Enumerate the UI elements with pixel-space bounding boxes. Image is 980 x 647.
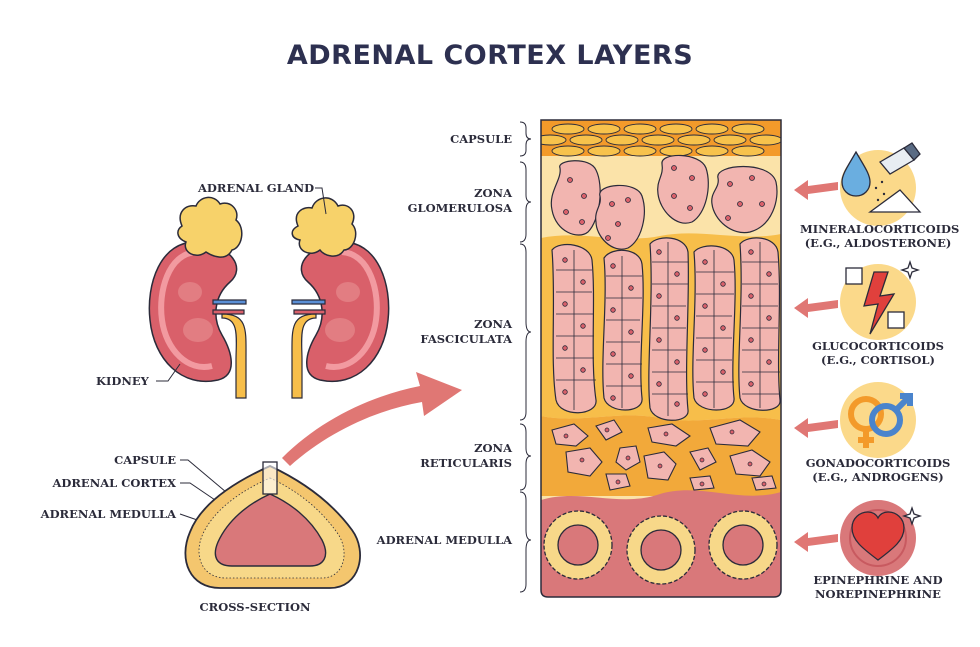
gonadocorticoids-example: (E.G., ANDROGENS) bbox=[812, 470, 944, 484]
zona-reticularis-label-2: RETICULARIS bbox=[420, 456, 512, 470]
capsule-layer-label: CAPSULE bbox=[450, 132, 512, 146]
gonadocorticoids-label: GONADOCORTICOIDS bbox=[805, 456, 951, 470]
heart-icon bbox=[840, 500, 923, 576]
glucocorticoids-example: (E.G., CORTISOL) bbox=[821, 353, 935, 367]
layer-stack-outline bbox=[540, 119, 782, 598]
zona-glomerulosa-label-1: ZONA bbox=[474, 186, 512, 200]
epinephrine-label: EPINEPHRINE AND bbox=[813, 573, 943, 587]
adrenal-medulla-layer-label: ADRENAL MEDULLA bbox=[376, 533, 512, 547]
kidney-left bbox=[148, 241, 238, 383]
layer-stack bbox=[541, 120, 781, 597]
kidney-label: KIDNEY bbox=[96, 374, 149, 388]
zona-fasciculata-label-1: ZONA bbox=[474, 317, 512, 331]
cross-section-label: CROSS-SECTION bbox=[199, 600, 311, 614]
zona-glomerulosa-label-2: GLOMERULOSA bbox=[407, 201, 512, 215]
layer-brackets bbox=[519, 121, 532, 593]
renal-vessels bbox=[212, 299, 326, 399]
adrenal-cortex-label: ADRENAL CORTEX bbox=[52, 476, 176, 490]
mineralocorticoids-label: MINERALOCORTICOIDS bbox=[800, 222, 960, 236]
norepinephrine-label: NOREPINEPHRINE bbox=[815, 587, 941, 601]
glucocorticoids-label: GLUCOCORTICOIDS bbox=[812, 339, 944, 353]
adrenal-medulla-label-left: ADRENAL MEDULLA bbox=[40, 507, 176, 521]
adrenal-gland-label: ADRENAL GLAND bbox=[198, 181, 315, 195]
page-title: ADRENAL CORTEX LAYERS bbox=[286, 40, 694, 71]
cross-section-capsule-label: CAPSULE bbox=[114, 453, 176, 467]
lightning-icon bbox=[840, 259, 921, 340]
adrenal-gland-right bbox=[291, 197, 357, 257]
zoom-arrow bbox=[282, 372, 462, 466]
gender-symbols-icon bbox=[840, 382, 916, 458]
hormone-arrows bbox=[794, 180, 838, 552]
zona-reticularis-label-1: ZONA bbox=[474, 441, 512, 455]
zona-fasciculata-label-2: FASCICULATA bbox=[420, 332, 512, 346]
cross-section bbox=[184, 461, 361, 589]
mineralocorticoids-example: (E.G., ALDOSTERONE) bbox=[804, 236, 952, 250]
kidney-right bbox=[300, 241, 390, 383]
water-salt-icon bbox=[840, 142, 922, 226]
adrenal-gland-left bbox=[177, 196, 243, 258]
